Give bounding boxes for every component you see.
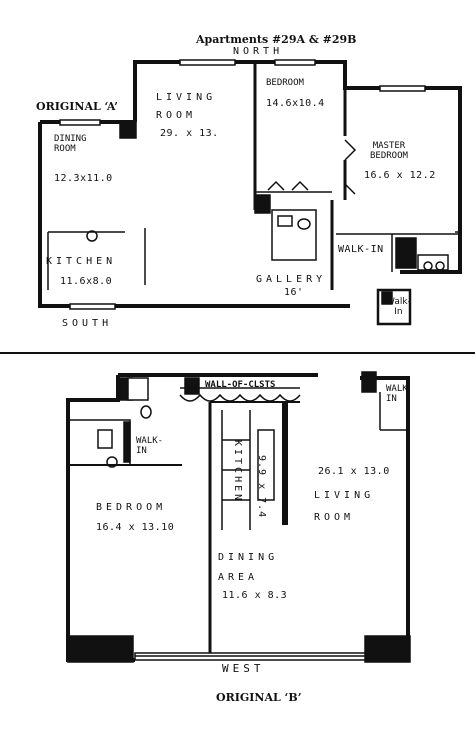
plan-a-details: [47, 59, 462, 326]
plan-b-details: [67, 371, 411, 663]
compass-north: NORTH: [233, 46, 284, 57]
kitchen-a-dims: 11.6x8.0: [60, 276, 113, 287]
walk-in-b-top-label: WALK IN: [386, 384, 408, 404]
plan-a-name: ORIGINAL ‘A’: [36, 100, 118, 113]
living-b-label: LIVING ROOM: [314, 490, 375, 523]
living-b-dims: 26.1 x 13.0: [318, 466, 390, 477]
plan-b-name: ORIGINAL ‘B’: [216, 691, 302, 704]
master-bedroom-label: MASTER BEDROOM: [370, 141, 408, 161]
kitchen-b-label: KITCHEN: [232, 440, 243, 504]
living-room-label: LIVING ROOM: [156, 92, 217, 121]
gallery-dims: 16': [284, 287, 304, 298]
walk-in-a-label: WALK-IN: [338, 244, 384, 255]
gallery-label: GALLERY: [256, 274, 327, 285]
walk-in-b-left-label: WALK- IN: [136, 436, 164, 456]
bedroom-b-label: BEDROOM: [96, 502, 167, 513]
compass-west: WEST: [222, 662, 265, 675]
master-bedroom-dims: 16.6 x 12.2: [364, 170, 436, 181]
dining-room-dims: 12.3x11.0: [54, 173, 113, 184]
bedroom-b-dims: 16.4 x 13.10: [96, 522, 175, 533]
dining-area-label: DINING AREA: [218, 552, 279, 583]
kitchen-b-dims: 9.9 x 7.4: [256, 455, 267, 519]
bedroom-dims: 14.6x10.4: [266, 98, 325, 109]
wall-of-closets-label: WALL-OF-CLSTS: [205, 380, 276, 390]
living-room-dims: 29. x 13.: [160, 128, 219, 139]
bedroom-label: BEDROOM: [266, 78, 304, 88]
dining-area-dims: 11.6 x 8.3: [222, 590, 288, 601]
plan-a-walls: [38, 60, 462, 308]
compass-south: SOUTH: [62, 318, 113, 329]
dining-room-label: DINING ROOM: [54, 134, 87, 154]
plans-title: Apartments #29A & #29B: [196, 33, 357, 46]
kitchen-a-label: KITCHEN: [46, 256, 117, 267]
walk-in-small-label: Walk- In: [386, 297, 411, 317]
